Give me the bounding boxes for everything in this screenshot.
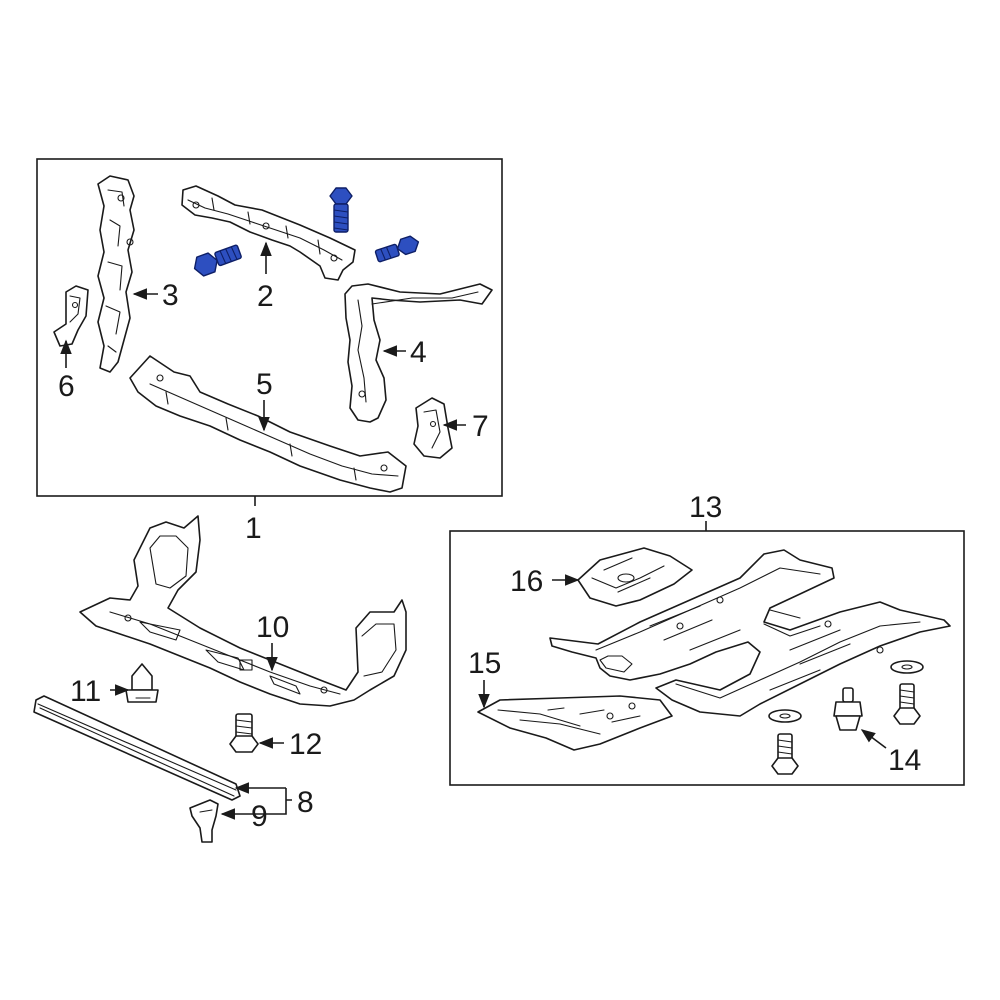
callout-1: 1: [245, 512, 262, 545]
part-16-small-cover[interactable]: [577, 547, 693, 607]
callout-11: 11: [70, 675, 101, 708]
callout-8: 8: [297, 786, 314, 819]
part-12-bolt[interactable]: [229, 713, 259, 753]
part-3-left-support[interactable]: [97, 175, 135, 373]
highlighted-bolt-angled-left[interactable]: [191, 243, 243, 278]
callout-6: 6: [58, 370, 75, 403]
part-14-washer-bolt-b[interactable]: [890, 660, 924, 725]
callout-13: 13: [689, 491, 722, 524]
part-14-washer-bolt-a[interactable]: [768, 709, 802, 775]
callout-12: 12: [289, 728, 322, 761]
callout-5: 5: [256, 368, 273, 401]
part-2-upper-tie-bar[interactable]: [181, 185, 356, 281]
group-box-13: [449, 530, 965, 786]
part-4-right-support[interactable]: [344, 283, 493, 423]
callout-16: 16: [510, 565, 543, 598]
highlighted-bolt-angled-right[interactable]: [374, 234, 421, 263]
part-14-clip[interactable]: [833, 687, 863, 731]
callout-14: 14: [888, 744, 921, 777]
callout-10: 10: [256, 611, 289, 644]
part-15-side-cover[interactable]: [477, 695, 673, 751]
group-box-1: [36, 158, 503, 497]
highlighted-bolt-vertical[interactable]: [329, 187, 353, 233]
callout-3: 3: [162, 279, 179, 312]
callout-7: 7: [472, 410, 489, 443]
callout-2: 2: [257, 280, 274, 313]
part-8-molding-strip[interactable]: [33, 695, 241, 801]
part-10-splash-shield[interactable]: [79, 515, 407, 707]
callout-15: 15: [468, 647, 501, 680]
part-13-under-cover[interactable]: [549, 549, 951, 717]
bracket-8-9: [246, 788, 292, 815]
part-7-right-bracket[interactable]: [413, 397, 453, 459]
callout-4: 4: [410, 336, 427, 369]
callout-9: 9: [251, 800, 268, 833]
part-9-end-cap[interactable]: [189, 799, 219, 843]
part-6-left-bracket[interactable]: [53, 285, 89, 347]
part-11-clip[interactable]: [125, 663, 159, 703]
